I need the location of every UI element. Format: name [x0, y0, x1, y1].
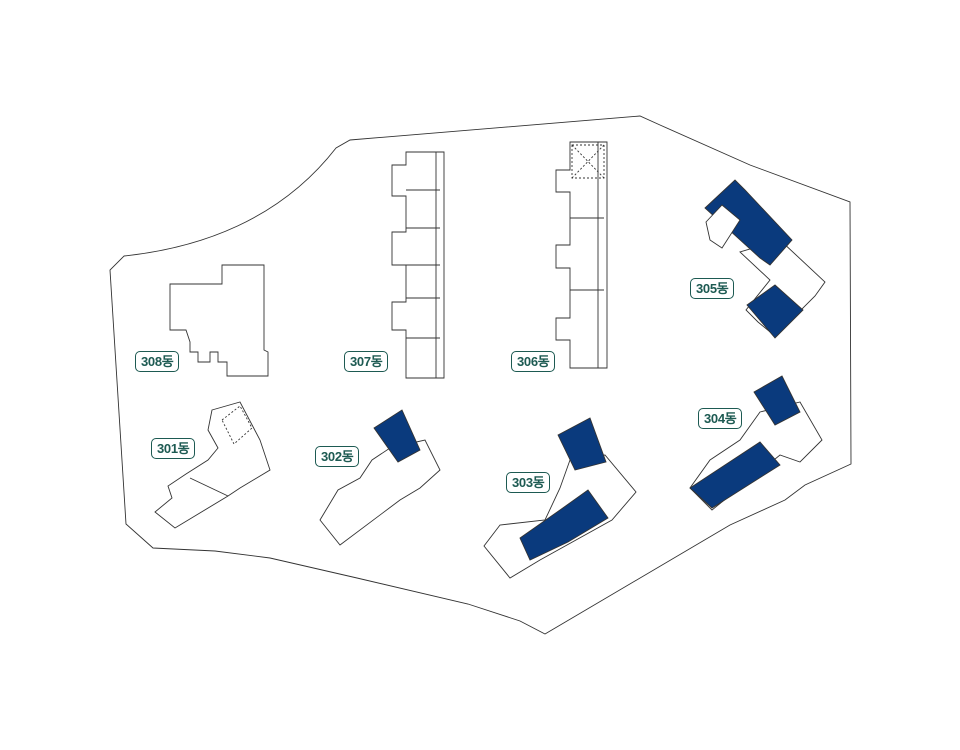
label-308[interactable]: 308동: [135, 351, 180, 372]
label-303[interactable]: 303동: [506, 472, 551, 493]
building-305[interactable]: [704, 179, 826, 339]
label-304[interactable]: 304동: [698, 408, 743, 429]
building-304[interactable]: [689, 375, 823, 511]
building-306[interactable]: [555, 141, 608, 369]
label-306[interactable]: 306동: [511, 351, 556, 372]
label-302[interactable]: 302동: [315, 446, 360, 467]
building-308[interactable]: [169, 264, 269, 377]
label-305[interactable]: 305동: [690, 278, 735, 299]
label-301[interactable]: 301동: [151, 438, 196, 459]
site-boundary: [109, 115, 852, 635]
building-303[interactable]: [483, 417, 637, 579]
building-307[interactable]: [391, 151, 445, 379]
label-307[interactable]: 307동: [344, 351, 389, 372]
building-302[interactable]: [319, 409, 441, 546]
building-301[interactable]: [154, 401, 271, 529]
